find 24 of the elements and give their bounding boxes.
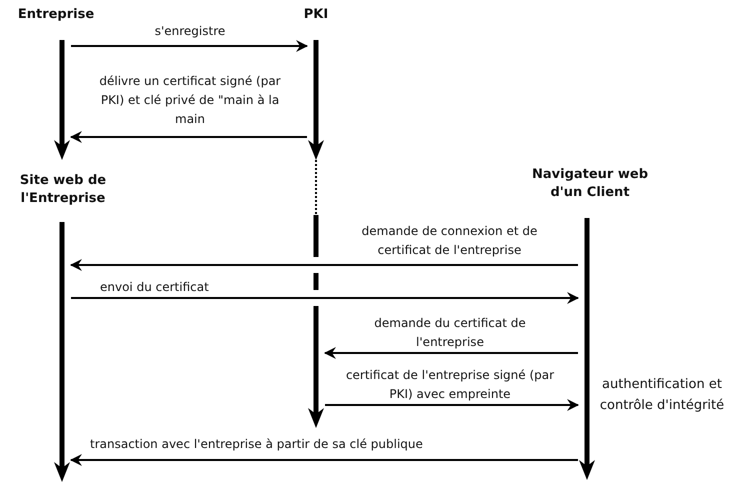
- edge-label: transaction avec l'entreprise à partir de sa clé publique: [90, 436, 424, 453]
- message-arrow: [70, 131, 307, 143]
- message-arrow: [70, 454, 578, 466]
- lifeline-arrow: [308, 306, 324, 428]
- message-arrow: [70, 259, 578, 271]
- message-arrow: [71, 292, 579, 304]
- note-text: authentification et contrôle d'intégrité: [598, 376, 726, 415]
- message-arrow: [325, 399, 579, 411]
- lifeline-arrow: [579, 218, 595, 480]
- lifeline-arrow: [54, 222, 70, 482]
- message-arrow: [71, 40, 308, 52]
- edge-label: délivre un certificat signé (par PKI) et clé privé de "main à la main: [98, 73, 282, 128]
- participant-title: Navigateur web d'un Client: [515, 166, 665, 202]
- participant-title: Entreprise: [0, 6, 112, 24]
- edge-label: certificat de l'entreprise signé (par PKI) avec empreinte: [344, 367, 556, 403]
- lifeline-arrow: [308, 40, 324, 257]
- message-arrow: [324, 347, 578, 359]
- edge-label: demande du certificat de l'entreprise: [373, 315, 527, 351]
- participant-title: PKI: [286, 6, 346, 24]
- edge-label: envoi du certificat: [100, 279, 210, 296]
- lifeline-arrow: [54, 40, 70, 160]
- participant-title: Site web de l'Entreprise: [0, 172, 126, 208]
- edge-label: s'enregistre: [154, 23, 226, 40]
- edge-label: demande de connexion et de certificat de l'entreprise: [360, 223, 538, 259]
